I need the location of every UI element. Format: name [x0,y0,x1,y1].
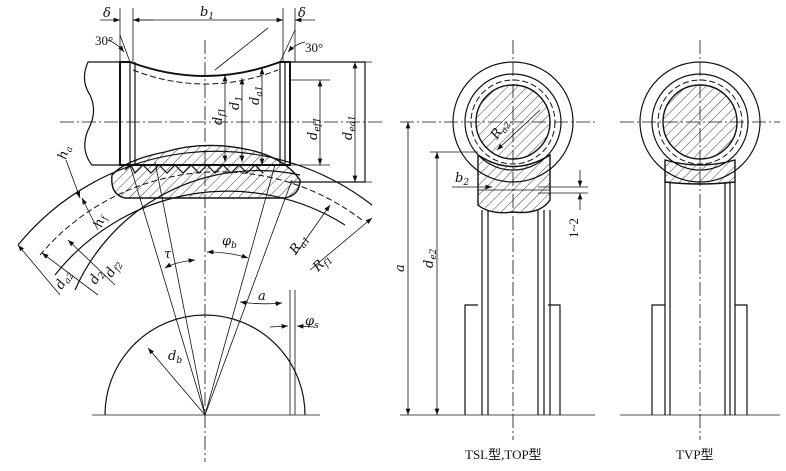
caption-tvp: TVP型 [676,447,714,462]
tvp-view [620,40,780,440]
label-dea1: dea1 [341,115,358,140]
tsl-top-view [400,40,595,440]
label-phi-b: φb [222,234,237,251]
label-clearance: 1~2 [566,218,581,238]
label-def1: def1 [306,117,323,140]
label-da1: da1 [248,86,265,105]
label-phi-s: φs [305,314,319,331]
label-delta-left: δ [103,6,111,21]
label-df1: df1 [211,108,228,125]
worm-view [60,8,385,462]
label-Rf1: Rf1 [310,251,336,277]
label-alpha: a [258,289,266,304]
label-b2: b2 [455,171,469,188]
label-ha: ha [55,144,75,162]
label-angle-right: 30° [305,40,323,55]
label-delta-right: δ [298,6,306,21]
label-a-center: a [393,264,408,272]
label-tau: τ [164,247,172,262]
label-da2: da2 [52,267,77,293]
caption-tsl-top: TSL型,TOP型 [465,447,542,462]
label-hf: hf [91,212,111,229]
label-db: db [168,349,182,366]
label-de2: de2 [422,248,439,268]
wheel-view [17,144,373,416]
label-b1: b1 [200,5,214,22]
label-angle-left: 30° [95,33,113,48]
label-d1: d1 [228,96,245,110]
